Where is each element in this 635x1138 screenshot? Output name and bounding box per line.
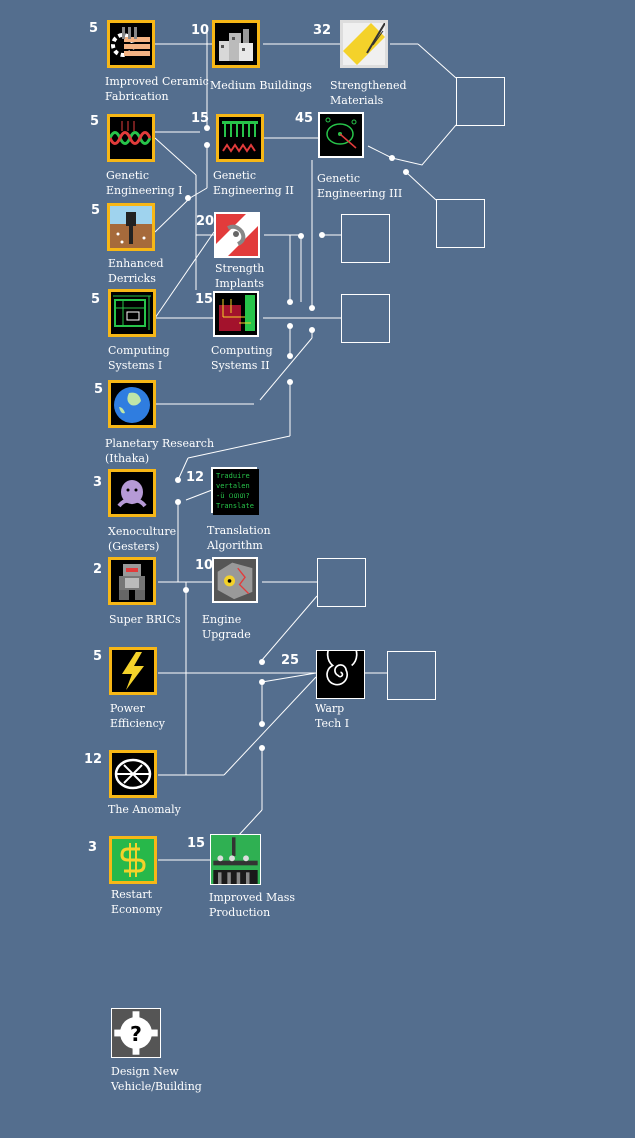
tech-warp-tech-i[interactable] bbox=[316, 650, 365, 699]
screen-text: Traduire bbox=[216, 472, 250, 480]
tech-cost: 32 bbox=[313, 23, 332, 38]
tech-label: Genetic Engineering III bbox=[317, 172, 403, 200]
tech-cost: 15 bbox=[195, 292, 214, 307]
tech-power-efficiency[interactable] bbox=[109, 647, 157, 695]
tech-label: Enhanced Derricks bbox=[108, 257, 164, 285]
implant-icon bbox=[216, 214, 258, 256]
tech-cost: 5 bbox=[90, 114, 100, 129]
screen-text: -ü ០៣៣? bbox=[216, 492, 250, 500]
tech-cost: 2 bbox=[93, 562, 103, 577]
locked-tech-slot[interactable] bbox=[456, 77, 505, 126]
tech-planetary-research[interactable] bbox=[108, 380, 156, 428]
tech-enhanced-derricks[interactable] bbox=[107, 203, 155, 251]
tech-genetic-engineering-i[interactable] bbox=[107, 114, 155, 162]
tech-label: Improved Mass Production bbox=[209, 891, 296, 919]
cell-icon bbox=[320, 114, 362, 156]
tech-engine-upgrade[interactable] bbox=[212, 557, 258, 603]
tech-cost: 5 bbox=[89, 21, 99, 36]
tech-cost: 15 bbox=[191, 111, 210, 126]
screen-text: Translate bbox=[216, 502, 254, 510]
tech-cost: 10 bbox=[195, 558, 214, 573]
tech-label: Strengthened Materials bbox=[330, 79, 407, 107]
locked-tech-slot[interactable] bbox=[387, 651, 436, 700]
tech-label: Warp Tech I bbox=[315, 702, 350, 730]
tech-label: Restart Economy bbox=[111, 888, 163, 916]
locked-tech-slot[interactable] bbox=[341, 294, 390, 343]
tech-label: Genetic Engineering I bbox=[106, 169, 183, 197]
tech-strength-implants[interactable] bbox=[214, 212, 260, 258]
derrick-icon bbox=[110, 206, 152, 248]
tech-restart-economy[interactable] bbox=[109, 836, 157, 884]
design-label: Design New Vehicle/Building bbox=[111, 1065, 202, 1093]
spiral-icon bbox=[317, 651, 364, 698]
tech-label: Computing Systems II bbox=[211, 344, 273, 372]
tech-xenoculture[interactable] bbox=[108, 469, 156, 517]
tech-label: Strength Implants bbox=[215, 262, 265, 290]
anomaly-icon bbox=[112, 753, 154, 795]
engine-icon bbox=[214, 559, 256, 601]
tech-cost: 20 bbox=[196, 214, 215, 229]
alien-icon bbox=[111, 472, 153, 514]
design-new-vehicle-button[interactable]: ? bbox=[111, 1008, 161, 1058]
dna-icon bbox=[219, 117, 261, 159]
tech-cost: 15 bbox=[187, 836, 206, 851]
tech-label: Computing Systems I bbox=[108, 344, 170, 372]
screen-text: vertalen bbox=[216, 482, 250, 490]
tech-label: Xenoculture (Gesters) bbox=[108, 525, 177, 553]
tech-improved-mass-production[interactable] bbox=[210, 834, 261, 885]
tech-translation-algorithm[interactable]: Traduire vertalen -ü ០៣៣? Translate bbox=[211, 467, 259, 515]
tech-cost: 3 bbox=[93, 475, 103, 490]
svg-text:?: ? bbox=[130, 1022, 142, 1046]
tech-label: Improved Ceramic Fabrication bbox=[105, 75, 209, 103]
tech-improved-ceramic-fabrication[interactable] bbox=[107, 20, 155, 68]
tech-label: Power Efficiency bbox=[110, 702, 166, 730]
translate-icon: Traduire vertalen -ü ០៣៣? Translate bbox=[213, 469, 259, 515]
materials-icon bbox=[343, 23, 385, 65]
tech-cost: 5 bbox=[91, 203, 101, 218]
tech-genetic-engineering-iii[interactable] bbox=[318, 112, 364, 158]
tech-label: Medium Buildings bbox=[210, 79, 312, 92]
ceramic-icon bbox=[110, 23, 152, 65]
tech-label: Super BRICs bbox=[109, 613, 181, 626]
locked-tech-slot[interactable] bbox=[341, 214, 390, 263]
tech-cost: 12 bbox=[186, 470, 205, 485]
tech-strengthened-materials[interactable] bbox=[340, 20, 388, 68]
buildings-icon bbox=[215, 23, 257, 65]
dna-icon bbox=[110, 117, 152, 159]
tech-computing-systems-ii[interactable] bbox=[213, 291, 259, 337]
tech-label: Translation Algorithm bbox=[207, 524, 271, 552]
tech-cost: 3 bbox=[88, 840, 98, 855]
robot-icon bbox=[111, 560, 153, 602]
chip-icon bbox=[215, 293, 257, 335]
tech-label: Engine Upgrade bbox=[202, 613, 251, 641]
tech-medium-buildings[interactable] bbox=[212, 20, 260, 68]
tech-super-brics[interactable] bbox=[108, 557, 156, 605]
tech-cost: 25 bbox=[281, 653, 300, 668]
tech-cost: 5 bbox=[91, 292, 101, 307]
tech-label: Planetary Research (Ithaka) bbox=[105, 437, 215, 465]
circuit-icon bbox=[111, 292, 153, 334]
locked-tech-slot[interactable] bbox=[317, 558, 366, 607]
tech-label: The Anomaly bbox=[108, 803, 181, 816]
tech-cost: 12 bbox=[84, 752, 103, 767]
tech-cost: 5 bbox=[93, 649, 103, 664]
tech-cost: 5 bbox=[94, 382, 104, 397]
gear-question-icon: ? bbox=[112, 1009, 160, 1057]
tech-computing-systems-i[interactable] bbox=[108, 289, 156, 337]
dollar-icon bbox=[112, 839, 154, 881]
tech-cost: 10 bbox=[191, 23, 210, 38]
tech-the-anomaly[interactable] bbox=[109, 750, 157, 798]
factory-icon bbox=[211, 835, 260, 884]
tech-genetic-engineering-ii[interactable] bbox=[216, 114, 264, 162]
planet-icon bbox=[111, 383, 153, 425]
tech-cost: 45 bbox=[295, 111, 314, 126]
locked-tech-slot[interactable] bbox=[436, 199, 485, 248]
tech-label: Genetic Engineering II bbox=[213, 169, 294, 197]
lightning-icon bbox=[112, 650, 154, 692]
